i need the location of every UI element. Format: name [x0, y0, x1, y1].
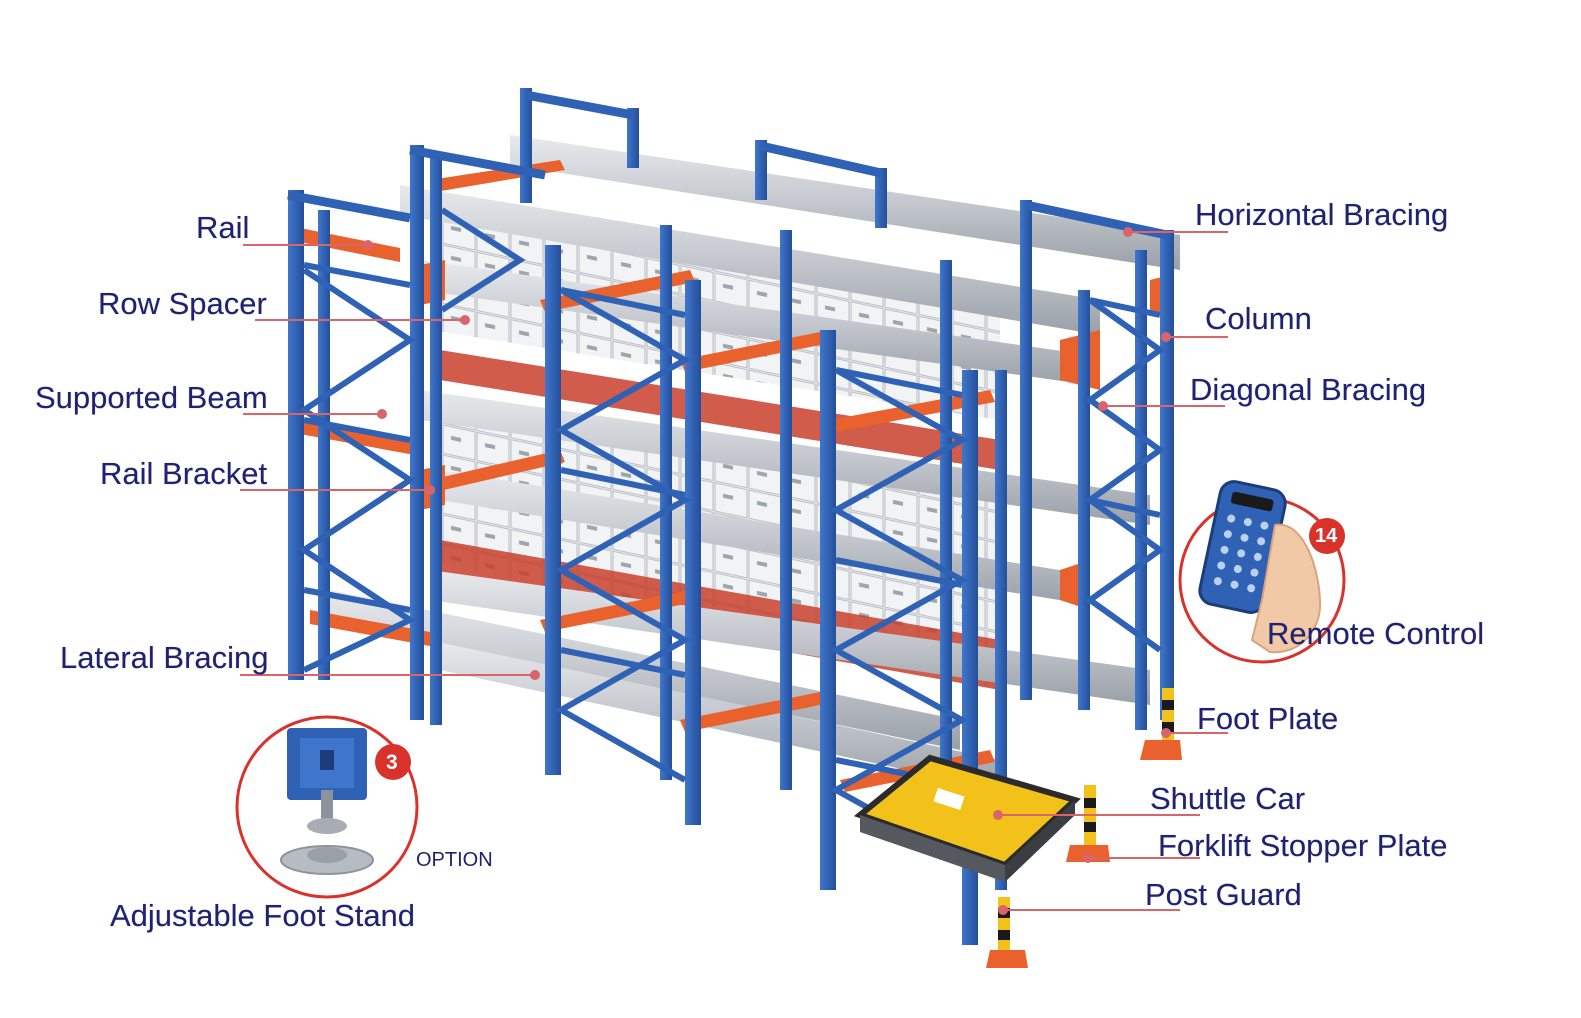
- label-foot-plate: Foot Plate: [1197, 701, 1339, 736]
- badge-14-number: 14: [1315, 525, 1338, 547]
- label-lateral-bracing: Lateral Bracing: [60, 640, 269, 675]
- shuttle-car-graphic: [853, 754, 1081, 882]
- post-guards: [986, 688, 1182, 968]
- label-forklift-stopper-plate: Forklift Stopper Plate: [1158, 828, 1448, 863]
- rail-back-2: [400, 185, 1100, 335]
- label-row-spacer: Row Spacer: [98, 286, 267, 321]
- badge-14: [1309, 518, 1345, 554]
- label-shuttle-car: Shuttle Car: [1150, 781, 1306, 816]
- label-remote-control: Remote Control: [1267, 616, 1485, 651]
- label-supported-beam: Supported Beam: [35, 380, 268, 415]
- adjustable-foot-stand-icon: [235, 715, 419, 899]
- label-rail-bracket: Rail Bracket: [100, 456, 268, 491]
- label-horizontal-bracing: Horizontal Bracing: [1195, 197, 1449, 232]
- rack-structure: [287, 88, 1182, 968]
- pallet-row-1: [440, 350, 1000, 470]
- label-option: OPTION: [416, 849, 493, 871]
- top-ties: [287, 90, 1168, 240]
- diagonal-bracing-lines: [298, 207, 1166, 863]
- label-rail: Rail: [196, 210, 250, 245]
- rail-back-top: [510, 135, 1180, 270]
- label-column: Column: [1205, 301, 1312, 336]
- badge-3-number: 3: [386, 751, 398, 774]
- label-post-guard: Post Guard: [1145, 877, 1302, 912]
- label-diagonal-bracing: Diagonal Bracing: [1190, 372, 1427, 407]
- rail-front-low: [330, 590, 960, 750]
- rail-mid-3: [440, 470, 1090, 605]
- label-adjustable-foot-stand: Adjustable Foot Stand: [110, 898, 416, 933]
- leader-lines: [240, 227, 1228, 915]
- remote-control-icon: [1178, 480, 1346, 664]
- badge-3: [375, 744, 411, 780]
